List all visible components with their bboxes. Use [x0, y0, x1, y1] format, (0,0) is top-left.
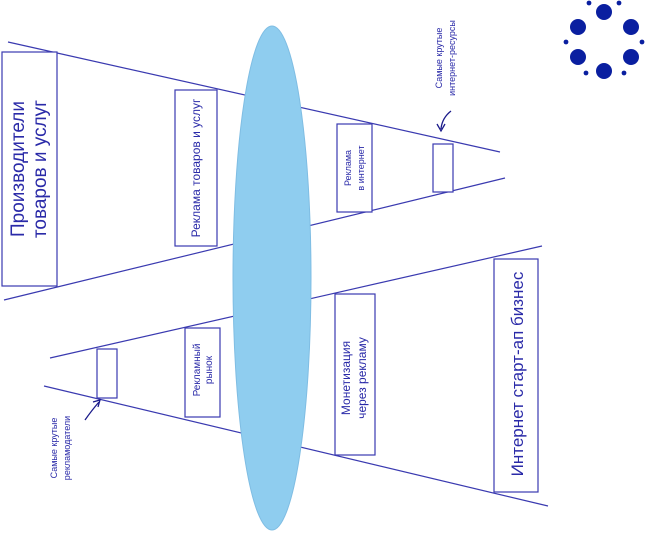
top-box1-label: Реклама товаров и услуг — [189, 98, 203, 237]
top-box2-label-line1: Реклама — [343, 150, 353, 186]
lens-ellipse — [232, 25, 312, 531]
top-note-line2: интернет-ресурсы — [447, 20, 457, 96]
top-box1 — [174, 89, 218, 247]
bottom-small-box — [96, 348, 118, 399]
bottom-box1-label-line1: Рекламный — [192, 344, 203, 397]
top-box2 — [336, 123, 373, 213]
bottom-big-label: Интернет старт-ап бизнес — [508, 271, 527, 476]
bottom-box2-label-line2: через рекламу — [355, 337, 369, 419]
top-box2-label-line2: в интернет — [356, 145, 366, 190]
top-big-label-line2: товаров и услуг — [30, 100, 51, 238]
top-small-box — [432, 143, 454, 193]
bottom-note-line1: Самые крутые — [49, 418, 59, 479]
bottom-box2-label-line1: Монетизация — [339, 341, 353, 415]
bottom-note-line2: рекламодатели — [62, 416, 72, 480]
bottom-note-arrow-icon — [84, 399, 101, 421]
bottom-big-box — [493, 258, 539, 493]
bottom-box2 — [334, 293, 376, 456]
top-big-label-line1: Производители — [8, 101, 29, 237]
top-note-arrow-icon — [436, 110, 452, 133]
bottom-box1 — [184, 327, 221, 418]
ring-of-dots-logo — [563, 0, 645, 79]
bottom-box1-label-line2: рынок — [204, 355, 215, 384]
top-note-line1: Самые крутые — [434, 28, 444, 89]
top-big-box — [1, 51, 58, 287]
